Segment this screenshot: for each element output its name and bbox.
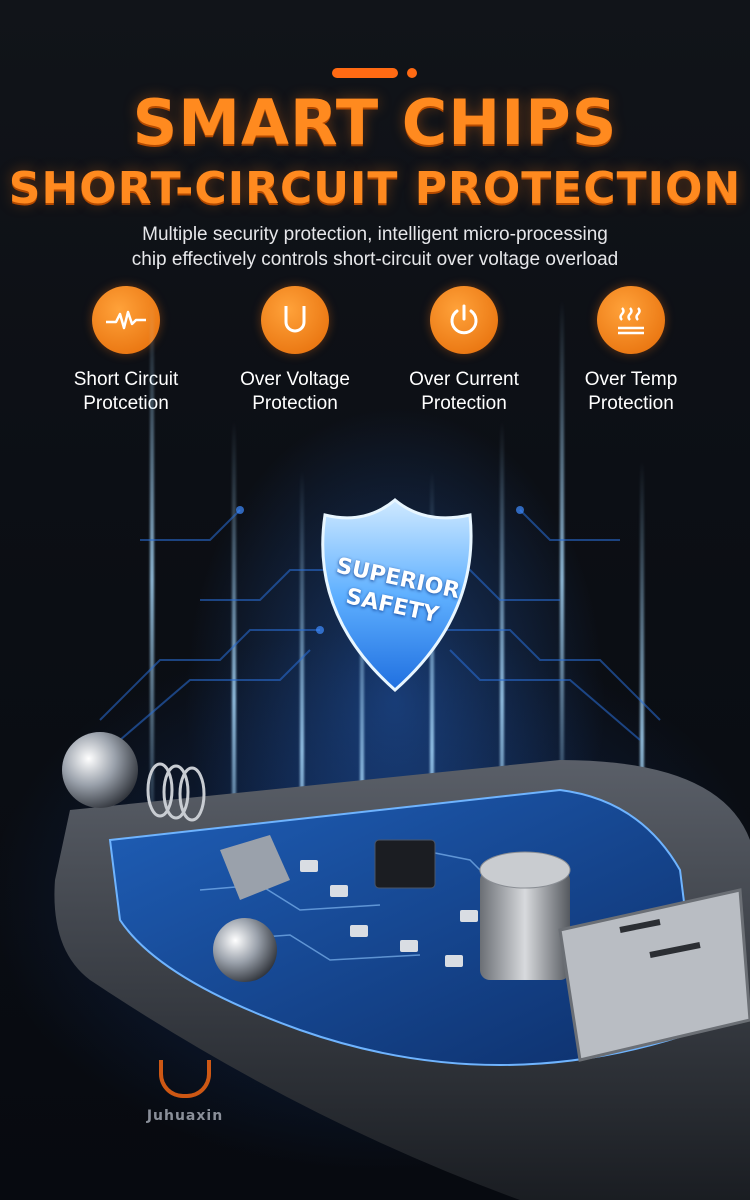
accent-bar [332, 68, 398, 78]
shield-icon [321, 498, 473, 693]
magnet-icon [261, 286, 329, 354]
accent-dot [407, 68, 417, 78]
brand-logo [159, 1060, 211, 1098]
light-beam [640, 460, 644, 1020]
light-beam [232, 420, 236, 980]
feature-label-1: Over Voltage [240, 369, 350, 390]
light-beam [300, 470, 304, 1030]
light-beam [150, 300, 154, 860]
feature-label-2: Protection [252, 393, 338, 414]
feature-label-1: Short Circuit [73, 369, 179, 390]
superior-safety-badge: SUPERIOR SAFETY [305, 495, 485, 695]
feature-label-1: Over Current [409, 369, 519, 390]
feature-short-circuit: Short Circuit Protcetion [41, 286, 211, 416]
feature-label-2: Protcetion [83, 393, 169, 414]
heat-waves-icon [597, 286, 665, 354]
feature-label-2: Protection [421, 393, 507, 414]
feature-over-temp: Over Temp Protection [546, 286, 716, 416]
heartbeat-icon [92, 286, 160, 354]
description-line-2: chip effectively controls short-circuit … [131, 249, 619, 270]
description: Multiple security protection, intelligen… [0, 222, 750, 272]
feature-over-voltage: Over Voltage Protection [210, 286, 380, 416]
car-charger-illustration [54, 732, 750, 1200]
power-icon [430, 286, 498, 354]
feature-label-2: Protection [588, 393, 674, 414]
feature-label-1: Over Temp [584, 369, 678, 390]
light-beam [560, 300, 564, 860]
feature-over-current: Over Current Protection [379, 286, 549, 416]
light-beam [500, 420, 504, 980]
brand-name: Juhuaxin [146, 1108, 224, 1124]
brand-watermark: Juhuaxin [130, 1060, 240, 1124]
sub-title: SHORT-CIRCUIT PROTECTION [8, 163, 742, 214]
description-line-1: Multiple security protection, intelligen… [142, 224, 608, 245]
main-title: SMART CHIPS [132, 86, 618, 159]
light-beam [430, 470, 434, 1030]
